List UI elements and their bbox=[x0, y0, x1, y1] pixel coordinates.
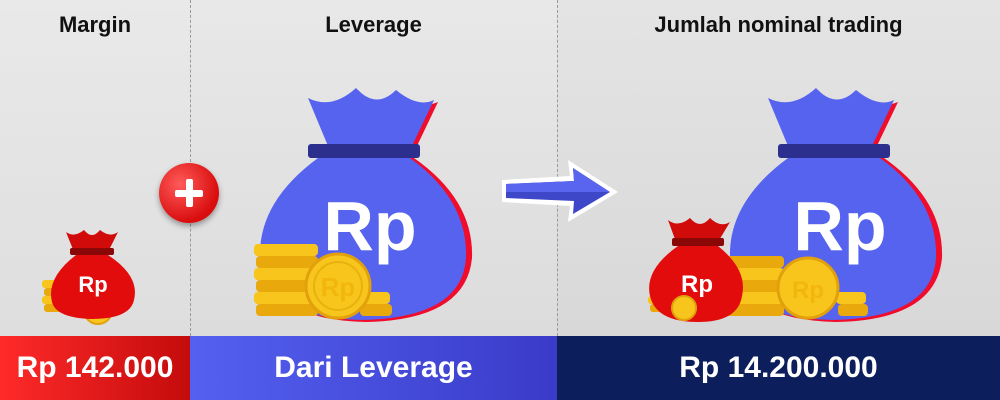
margin-amount: Rp 142.000 bbox=[16, 351, 174, 384]
panel-divider bbox=[557, 0, 558, 336]
large-money-bag-icon: Rp Rp bbox=[254, 88, 473, 322]
margin-amount-bar: Rp 142.000 bbox=[0, 336, 190, 400]
arrow-right-icon bbox=[502, 160, 618, 222]
leverage-title: Leverage bbox=[325, 12, 422, 37]
margin-title: Margin bbox=[58, 12, 132, 37]
total-title: Jumlah nominal trading bbox=[654, 12, 903, 37]
coin-label: Rp bbox=[321, 272, 356, 302]
leverage-amount-bar: Dari Leverage bbox=[190, 336, 557, 400]
combined-small-bag-label: Rp bbox=[681, 271, 713, 298]
coin-stack-icon: Rp bbox=[254, 244, 392, 320]
combined-large-bag-label: Rp bbox=[793, 187, 886, 265]
total-amount: Rp 14.200.000 bbox=[679, 351, 878, 384]
small-money-bag-icon: Rp bbox=[648, 218, 743, 322]
coin-label: Rp bbox=[792, 277, 824, 304]
combined-money-bags-icon: Rp Rp Rp bbox=[648, 88, 943, 322]
plus-icon bbox=[159, 163, 219, 223]
leverage-amount: Dari Leverage bbox=[274, 351, 473, 384]
large-bag-label: Rp bbox=[323, 187, 416, 265]
total-amount-bar: Rp 14.200.000 bbox=[557, 336, 1000, 400]
small-money-bag-icon: Rp bbox=[42, 230, 135, 325]
small-bag-label: Rp bbox=[78, 272, 107, 297]
